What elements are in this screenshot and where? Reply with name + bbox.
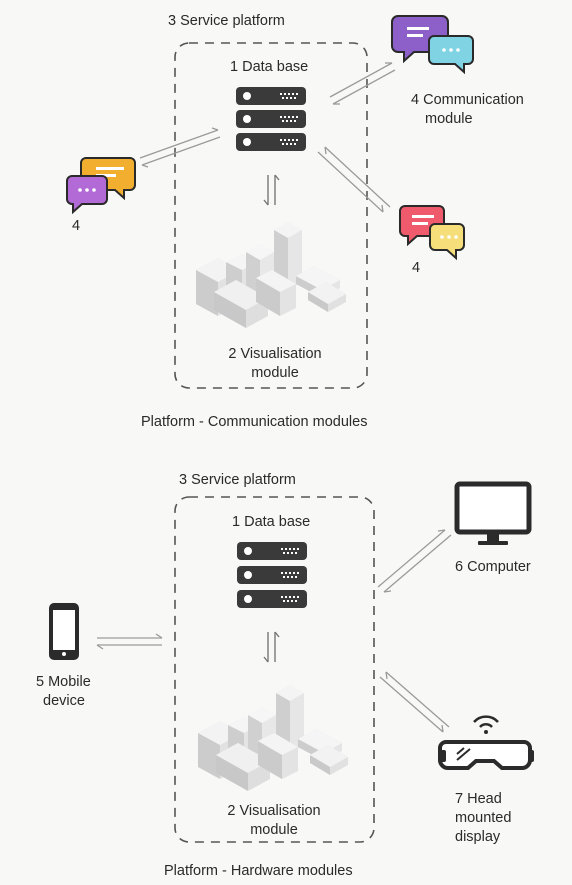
arrow-mobile-to-platform (96, 633, 163, 650)
computer-icon (454, 481, 532, 545)
server-stack-top (236, 87, 306, 151)
hmd-icon (438, 715, 534, 770)
visualisation-label-top-line2: module (251, 365, 299, 381)
mobile-label-line2: device (43, 693, 85, 709)
caption-bottom: Platform - Hardware modules (164, 863, 353, 879)
comm-module-label-line2: module (425, 111, 473, 127)
db-viz-arrow-top (263, 174, 280, 206)
computer-label: 6 Computer (455, 559, 531, 575)
service-platform-box-top (174, 42, 368, 389)
arrow-db-to-red-chat (317, 146, 391, 213)
city-icon-top (196, 222, 346, 328)
hmd-label-line1: 7 Head (455, 791, 502, 807)
visualisation-label-bottom-line2: module (250, 822, 298, 838)
caption-top: Platform - Communication modules (141, 414, 368, 430)
hmd-label-line3: display (455, 829, 501, 845)
visualisation-label-bottom-line1: 2 Visualisation (227, 803, 321, 819)
database-label-bottom: 1 Data base (232, 514, 311, 530)
hmd-label-line2: mounted (455, 810, 512, 826)
comm-module-chat-icon (391, 15, 474, 75)
arrow-platform-to-hmd (379, 671, 450, 733)
arrow-db-to-comm-module (329, 62, 396, 105)
mobile-icon (49, 603, 79, 660)
server-stack-bottom (237, 542, 307, 608)
visualisation-label-top-line1: 2 Visualisation (228, 346, 322, 362)
service-platform-label-bottom: 3 Service platform (179, 472, 296, 488)
left-chat-icon (66, 157, 136, 215)
database-label-top: 1 Data base (230, 59, 309, 75)
arrow-left-chat-to-db (139, 127, 221, 168)
arrow-computer-to-platform (377, 529, 452, 593)
right-chat-label: 4 (412, 260, 421, 276)
db-viz-arrow-bottom (263, 631, 280, 663)
comm-module-label-line1: 4 Communication (411, 92, 524, 108)
left-chat-label: 4 (72, 218, 81, 234)
service-platform-label-top: 3 Service platform (168, 13, 285, 29)
right-chat-icon (399, 205, 465, 261)
mobile-label-line1: 5 Mobile (36, 674, 91, 690)
service-platform-box-bottom (174, 496, 375, 843)
city-icon-bottom (198, 685, 348, 791)
